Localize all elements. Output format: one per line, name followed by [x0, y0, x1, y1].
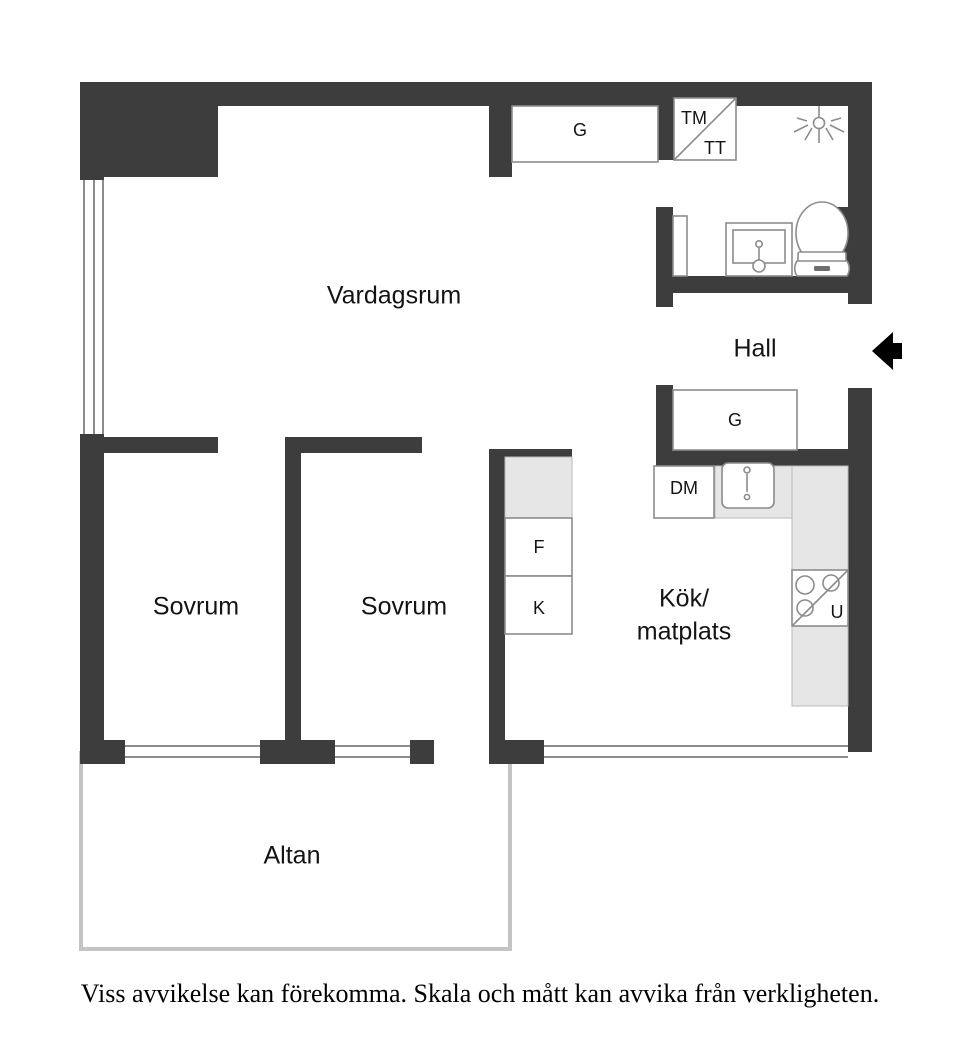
kitchen-sink-icon: [721, 462, 775, 509]
laundry-box: TM TT: [673, 97, 737, 161]
closet-hall-top-label: G: [573, 120, 587, 140]
fittings-group: G TM TT: [504, 97, 851, 707]
washer-label: TM: [681, 108, 707, 128]
stove-burner-1: [795, 575, 815, 595]
wall-bathroom-bottom: [656, 276, 848, 293]
window-bottom-sovrum-2: [335, 740, 410, 764]
freezer-label: K: [533, 598, 545, 618]
oven-stove: U: [791, 569, 849, 627]
room-label-altan: Altan: [264, 842, 321, 870]
wall-sovrum2-top: [285, 437, 422, 453]
bathroom-door: [672, 215, 688, 277]
closet-kitchen: G: [672, 389, 798, 451]
wall-bottom-left-corner: [80, 740, 125, 764]
room-label-hall: Hall: [733, 335, 776, 363]
oven-label: U: [831, 602, 844, 622]
stove-burner-2: [822, 574, 840, 592]
dishwasher: DM: [653, 465, 715, 519]
room-label-sovrum-1: Sovrum: [153, 593, 239, 621]
window-bottom-kitchen: [544, 740, 848, 764]
wall-bottom-pier-right-of-sovrum2: [410, 740, 434, 764]
window-bottom-sovrum-1: [125, 740, 260, 764]
room-label-kok-line2: matplats: [637, 618, 731, 646]
sink-icon: [725, 222, 793, 277]
wall-stub-under-closet-top: [489, 160, 512, 177]
window-left-livingroom: [80, 180, 104, 438]
dishwasher-label: DM: [670, 478, 698, 498]
room-labels-group: Vardagsrum Hall Sovrum Sovrum Kök/ matpl…: [153, 282, 777, 870]
room-label-sovrum-2: Sovrum: [361, 593, 447, 621]
wall-kitchen-left-stub: [489, 449, 572, 460]
fridge-label: F: [534, 537, 545, 557]
closet-hall-top: G: [511, 105, 659, 163]
stove-burner-3: [796, 599, 814, 617]
wall-kitchen-closet-left: [656, 385, 673, 455]
wall-sovrum1-top: [80, 437, 218, 453]
walls-group: [80, 82, 872, 764]
ceiling-light-icon: [793, 106, 845, 143]
room-label-vardagsrum: Vardagsrum: [327, 282, 461, 310]
dryer-label: TT: [704, 138, 726, 158]
closet-kitchen-label: G: [728, 410, 742, 430]
wall-exterior-left-lower: [80, 434, 104, 752]
wall-kitchen-top: [656, 449, 848, 466]
altan-outline: [79, 751, 512, 951]
wall-interior-livingroom-hall: [489, 82, 512, 177]
fridge-freezer-column: F K: [504, 456, 573, 635]
wall-between-sovrum: [285, 437, 301, 752]
disclaimer-caption: Viss avvikelse kan förekomma. Skala och …: [81, 979, 879, 1008]
wall-exterior-right-lower: [848, 388, 872, 752]
wall-exterior-right-upper: [848, 82, 872, 304]
room-label-kok-line1: Kök/: [659, 585, 709, 613]
entrance-arrow-icon: [872, 332, 902, 370]
wall-kitchen-left: [489, 449, 505, 752]
toilet-icon: [793, 201, 851, 277]
wall-between-closet-and-laundry: [656, 98, 674, 160]
wall-exterior-left-upper: [80, 82, 104, 180]
